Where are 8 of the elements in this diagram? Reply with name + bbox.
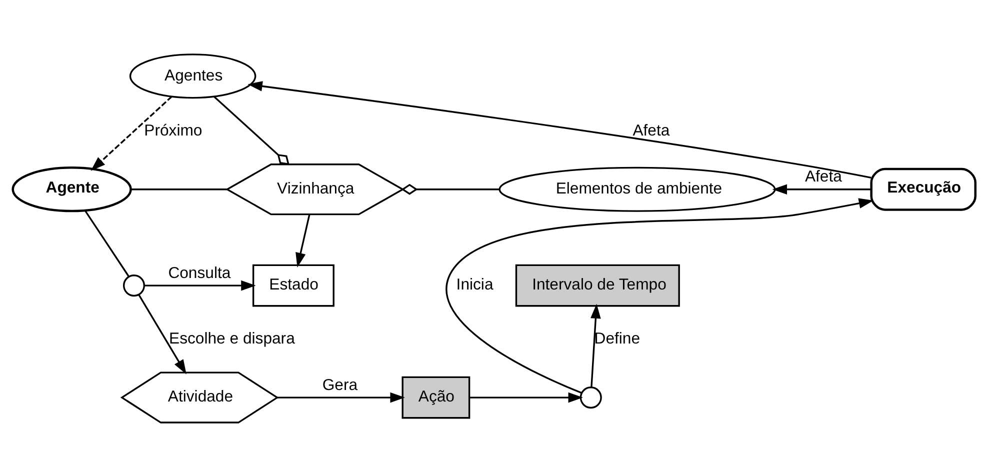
edge-label: Inicia [456, 276, 494, 294]
edge-label: Escolhe e dispara [169, 330, 295, 347]
edge-label: Próximo [144, 122, 202, 139]
edge-label: Consulta [168, 264, 231, 282]
edge-label: Gera [322, 376, 358, 394]
edge-label: Afeta [632, 122, 670, 139]
edge-label: Afeta [804, 168, 842, 186]
edge-label: Define [594, 330, 640, 347]
